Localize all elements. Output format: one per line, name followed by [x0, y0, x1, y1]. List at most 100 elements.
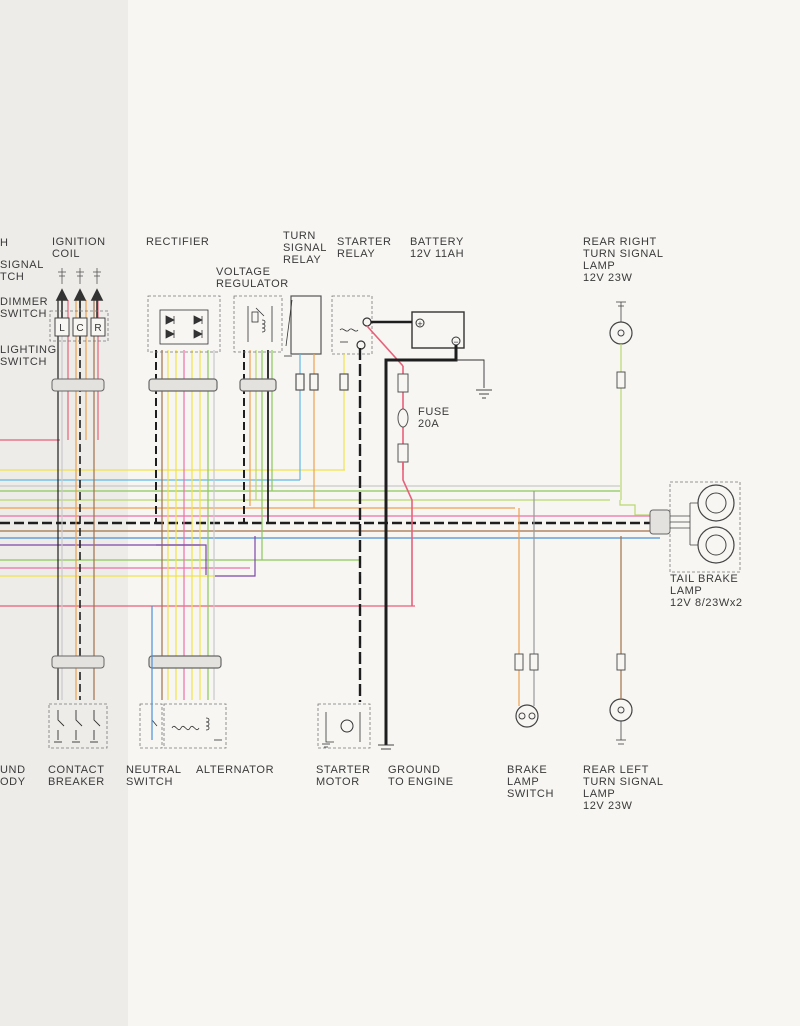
- label-neutral-switch-line1: NEUTRAL: [126, 764, 182, 776]
- neutral-switch-box: [139, 703, 163, 749]
- label-ignition-coil-line1: IGNITION: [52, 236, 106, 248]
- rear-right-turn-lamp-component: [609, 301, 633, 500]
- label-battery-line1: BATTERY: [410, 236, 464, 248]
- starter-motor-box: [317, 703, 371, 749]
- rear-left-turn-lamp-component: [609, 536, 633, 745]
- label-brake-switch-line1: BRAKE: [507, 764, 548, 776]
- ignition-coil-column: L C R: [49, 268, 109, 700]
- label-edge-dimmer-line1: DIMMER: [0, 296, 49, 308]
- label-edge-dimmer-line2: SWITCH: [0, 308, 47, 320]
- battery-box: [411, 311, 465, 349]
- contact-breaker-component: [48, 703, 108, 749]
- page-left-shading: [0, 0, 128, 1026]
- label-fuse-line2: 20A: [418, 418, 440, 430]
- contact-breaker-box: [48, 703, 108, 749]
- switch-l-box: [54, 317, 70, 337]
- fuse-symbol: [397, 408, 409, 428]
- alternator-component: [163, 703, 227, 749]
- connector-regulator: [239, 378, 277, 392]
- switch-letter-c: C: [76, 323, 83, 334]
- label-contact-breaker-line1: CONTACT: [48, 764, 105, 776]
- coil-ground-symbols: [58, 268, 101, 284]
- label-edge-ground-line1: UND: [0, 764, 26, 776]
- label-voltage-regulator-line1: VOLTAGE: [216, 266, 271, 278]
- label-rear-left-line3: LAMP: [583, 788, 616, 800]
- label-rear-right-line3: LAMP: [583, 260, 616, 272]
- turn-signal-relay-box: [290, 295, 322, 355]
- label-starter-relay-line1: STARTER: [337, 236, 392, 248]
- label-tail-brake-line1: TAIL BRAKE: [670, 573, 739, 585]
- label-edge-lighting-line1: LIGHTING: [0, 344, 57, 356]
- battery-positive: +: [417, 319, 422, 329]
- tail-brake-lamp-box: [669, 481, 741, 573]
- tail-brake-lamp-component: [619, 481, 741, 573]
- label-rectifier: RECTIFIER: [146, 236, 209, 248]
- label-voltage-regulator-line2: REGULATOR: [216, 278, 289, 290]
- alternator-box: [163, 703, 227, 749]
- label-rear-right-line2: TURN SIGNAL: [583, 248, 664, 260]
- label-edge-ground-line2: ODY: [0, 776, 26, 788]
- switch-box: [49, 310, 109, 342]
- label-brake-switch-line3: SWITCH: [507, 788, 554, 800]
- label-contact-breaker-line2: BREAKER: [48, 776, 105, 788]
- label-rectifier-line1: RECTIFIER: [146, 236, 210, 248]
- brake-lamp-switch-component: [514, 491, 539, 728]
- label-rear-right-line4: 12V 23W: [583, 272, 633, 284]
- fuse-line: [397, 366, 413, 606]
- label-alternator: ALTERNATOR: [196, 764, 274, 776]
- label-rear-left-line2: TURN SIGNAL: [583, 776, 664, 788]
- label-tail-brake-line2: LAMP: [670, 585, 703, 597]
- label-turn-signal-relay-line3: RELAY: [283, 254, 322, 266]
- label-turn-signal-relay-line2: SIGNAL: [283, 242, 327, 254]
- battery-component: + −: [371, 311, 492, 750]
- voltage-regulator-component: [233, 295, 283, 560]
- rectifier-box: [147, 295, 221, 353]
- label-starter-relay-line2: RELAY: [337, 248, 376, 260]
- switch-letter-l: L: [59, 323, 65, 334]
- switch-c-box: [72, 317, 88, 337]
- label-edge-h: H: [0, 237, 9, 249]
- label-edge-signal-line1: SIGNAL: [0, 259, 44, 271]
- label-ground-engine-line2: TO ENGINE: [388, 776, 454, 788]
- label-ignition-coil-line2: COIL: [52, 248, 81, 260]
- label-starter-motor-line2: MOTOR: [316, 776, 360, 788]
- neutral-switch-component: [139, 606, 163, 749]
- label-starter-motor-line1: STARTER: [316, 764, 371, 776]
- switch-letter-r: R: [94, 323, 101, 334]
- label-tail-brake-line3: 12V 8/23Wx2: [670, 597, 743, 609]
- label-fuse-line1: FUSE: [418, 406, 450, 418]
- label-brake-switch-line2: LAMP: [507, 776, 540, 788]
- rectifier-column: [147, 295, 256, 700]
- label-rear-left-line4: 12V 23W: [583, 800, 633, 812]
- rectifier-diodes: [159, 309, 209, 345]
- label-turn-signal-relay-line1: TURN: [283, 230, 316, 242]
- label-battery-line2: 12V 11AH: [410, 248, 465, 260]
- connector-alternator-lower: [148, 655, 222, 669]
- label-edge-lighting-line2: SWITCH: [0, 356, 47, 368]
- label-edge-h-line: H: [0, 237, 9, 249]
- connector-ignition-upper: [51, 378, 105, 392]
- starter-motor-component: [317, 703, 371, 749]
- label-alternator-line1: ALTERNATOR: [196, 764, 275, 776]
- turn-signal-relay-component: [284, 295, 322, 508]
- label-edge-signal-line2: TCH: [0, 271, 25, 283]
- connector-rectifier-upper: [148, 378, 218, 392]
- voltage-regulator-box: [233, 295, 283, 353]
